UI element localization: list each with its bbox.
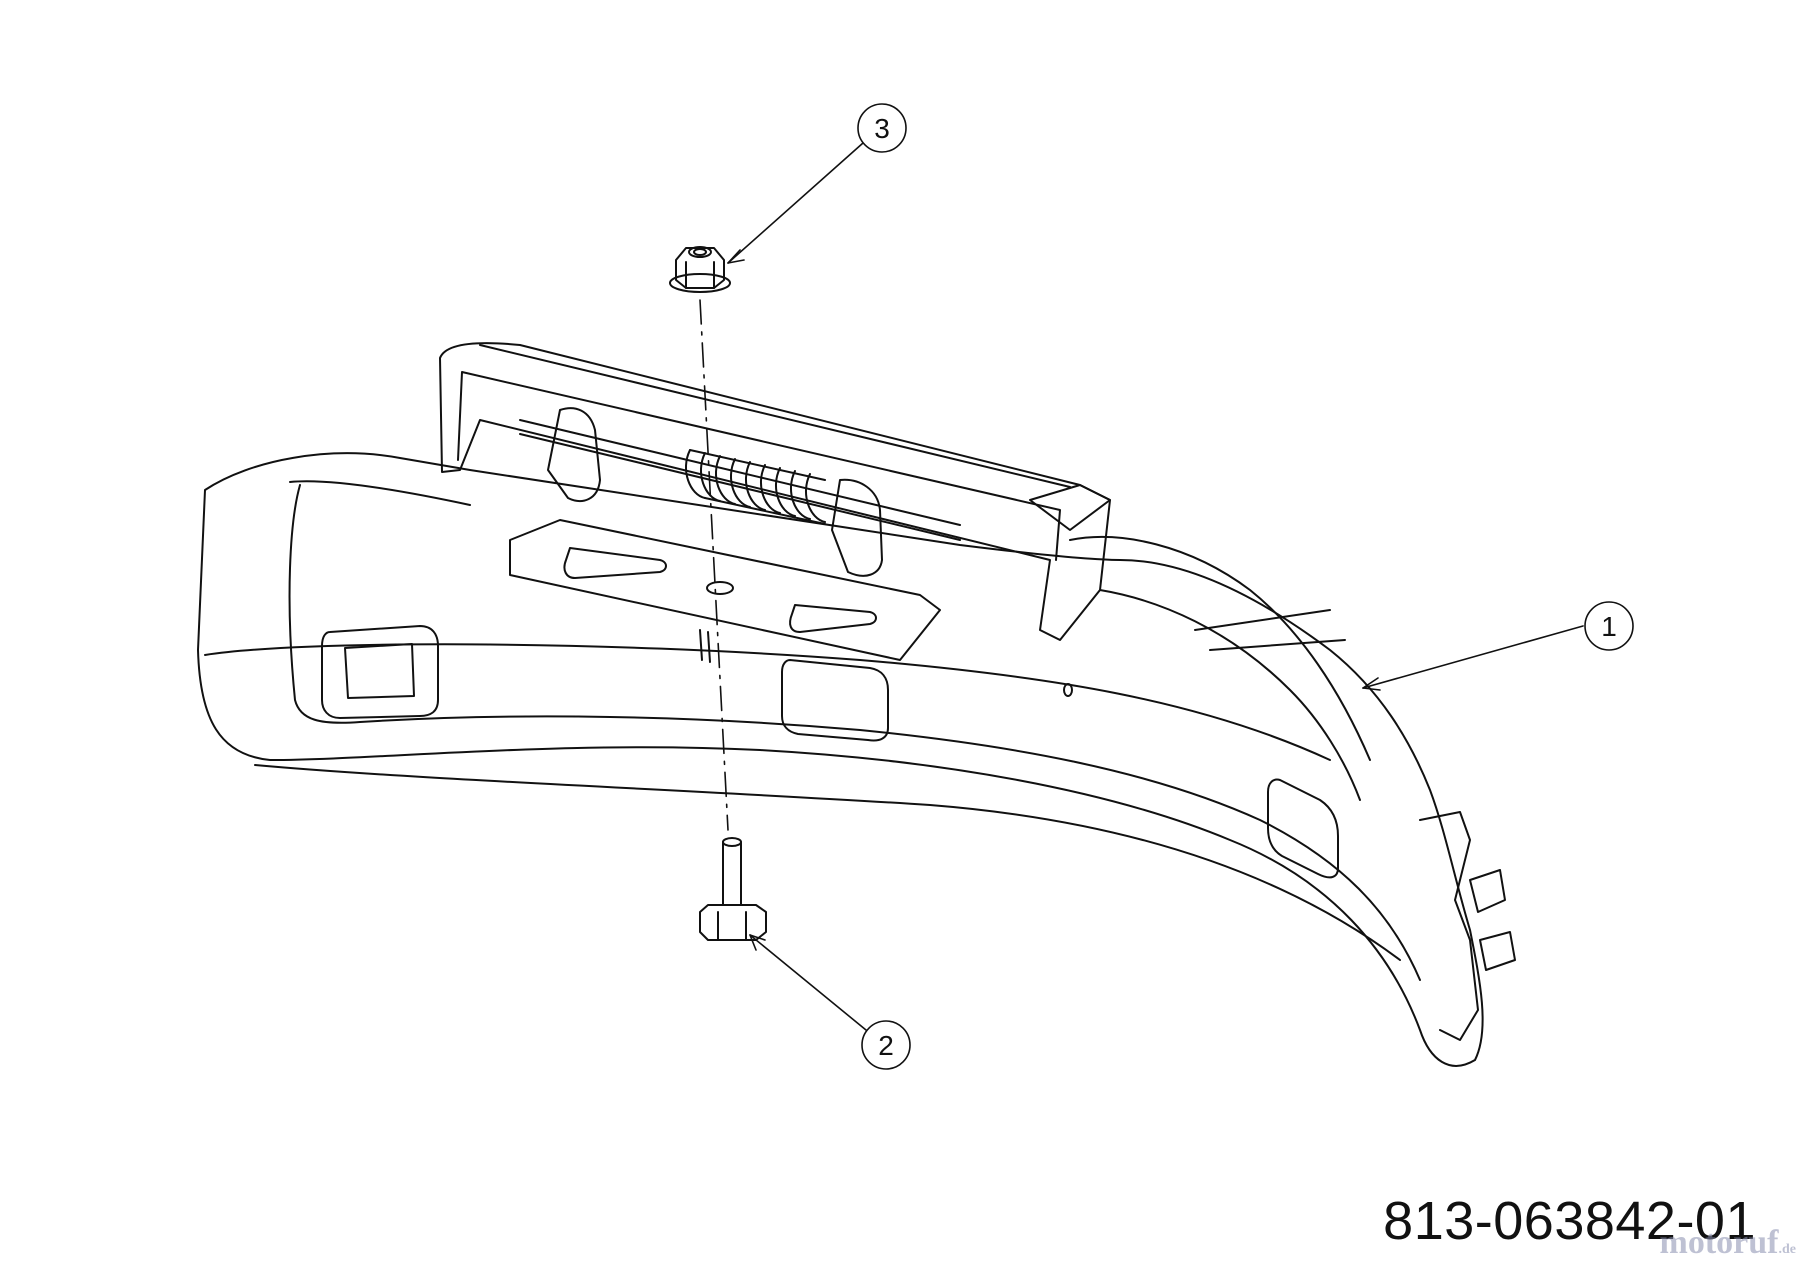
hinge-mount-plate: [509, 519, 941, 661]
seat-right-flange-3: [1194, 609, 1346, 651]
seat-inner-rim-2: [289, 480, 471, 506]
seat-end-tab-2: [1479, 931, 1516, 971]
seat-pocket-center: [781, 659, 889, 742]
seat-edge-line: [204, 643, 1331, 761]
callout-label-2: 2: [878, 1030, 894, 1061]
nut-flange: [669, 273, 731, 293]
assembly-axis-line: [699, 299, 729, 831]
watermark-tld: .de: [1778, 1242, 1797, 1257]
mount-plate-peg: [699, 629, 711, 663]
hex-bolt-drawing: [699, 837, 767, 941]
seat-pocket-right: [1267, 778, 1339, 879]
seat-end-tab: [1469, 869, 1506, 913]
hinge-barrel-right: [831, 478, 883, 577]
part-number: 813-063842-01: [1383, 1191, 1756, 1251]
seat-hinge-bracket-drawing: [197, 342, 1516, 1067]
callout-balloon-3[interactable]: 3: [857, 103, 907, 153]
hinge-frame-top: [479, 344, 1071, 488]
seat-pocket-left-inner: [344, 643, 415, 699]
hinge-frame-inner: [457, 371, 1061, 561]
mount-plate-hole: [706, 581, 734, 595]
watermark-brand: motoruf: [1659, 1224, 1779, 1261]
seat-end-clip: [1419, 811, 1479, 1041]
leader-2-arrow: [749, 934, 766, 951]
seat-pan-outline: [197, 452, 1484, 1067]
seat-inner-rim: [288, 484, 1421, 981]
torsion-spring: [685, 449, 826, 525]
hinge-barrel-left: [547, 407, 601, 502]
callout-balloon-1[interactable]: 1: [1584, 601, 1634, 651]
seat-right-flange: [1069, 536, 1371, 761]
leader-1: [1362, 625, 1584, 689]
bolt-head-edges: [717, 911, 747, 941]
mount-plate-slot-right: [789, 604, 877, 633]
mount-plate-slot-left: [563, 547, 667, 579]
bolt-head: [699, 904, 767, 941]
seat-lower-edge: [254, 764, 1401, 961]
leader-3: [727, 142, 864, 264]
nut-hex-edges: [685, 261, 715, 289]
hinge-frame-outline: [439, 342, 1111, 641]
watermark-logo: motoruf.de: [1660, 1224, 1796, 1262]
callout-balloon-2[interactable]: 2: [861, 1020, 911, 1070]
seat-right-flange-2: [1099, 589, 1361, 801]
bolt-shank: [722, 841, 742, 906]
bolt-shank-top: [722, 837, 742, 847]
nut-hole-inner: [693, 248, 707, 256]
nut-hole: [688, 246, 712, 258]
callout-leaders: [727, 142, 1584, 1031]
leader-3-arrow: [727, 249, 745, 264]
seat-nub: [1063, 683, 1073, 697]
hinge-pin: [519, 419, 961, 541]
flange-lock-nut-drawing: [669, 246, 731, 293]
leader-1-arrow: [1362, 677, 1381, 691]
leader-2: [749, 934, 867, 1031]
callout-label-3: 3: [874, 113, 890, 144]
hinge-end-block: [1029, 484, 1111, 531]
seat-pocket-left: [321, 625, 439, 719]
callout-label-1: 1: [1601, 611, 1617, 642]
